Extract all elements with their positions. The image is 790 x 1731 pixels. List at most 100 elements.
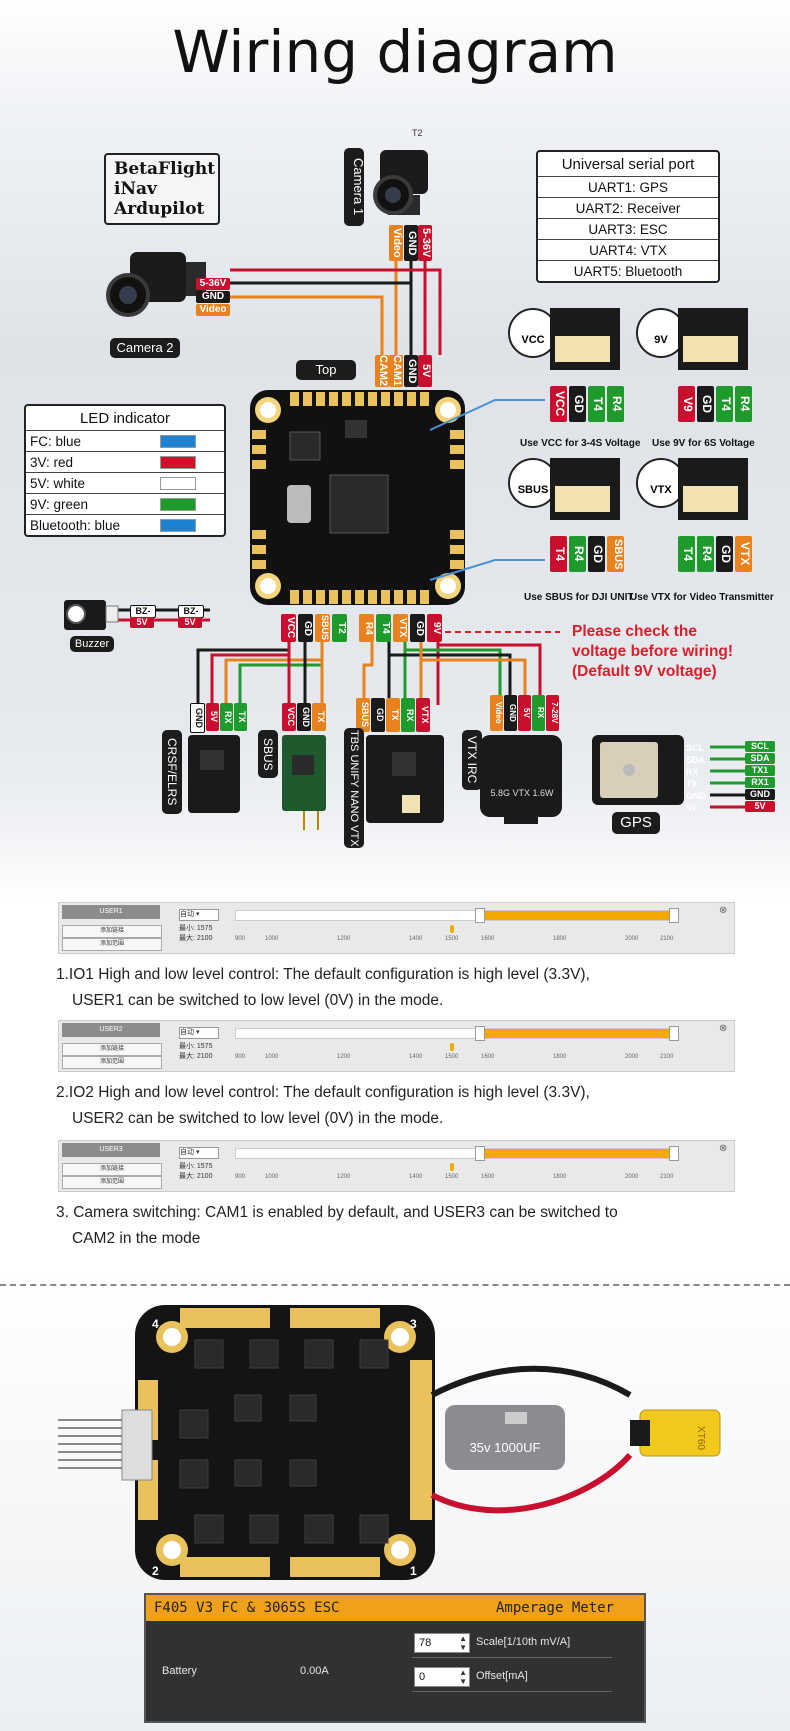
tick-label: 1200: [337, 1174, 351, 1180]
range-handle-right[interactable]: [669, 908, 679, 923]
range-handle-left[interactable]: [475, 1146, 485, 1161]
mode-max: 最大: 2100: [179, 1173, 213, 1180]
scale-label: Scale[1/10th mV/A]: [476, 1636, 571, 1648]
tick-label: 1200: [337, 1054, 351, 1060]
spinner-icon[interactable]: ▲▼: [459, 1634, 467, 1652]
offset-label: Offset[mA]: [476, 1670, 528, 1682]
range-handle-right[interactable]: [669, 1146, 679, 1161]
mode-range-track[interactable]: [235, 1148, 677, 1159]
add-range-button[interactable]: 添加范围: [62, 1056, 162, 1069]
cam1-pin-video: Video: [389, 225, 403, 261]
pad-pin: GD: [697, 386, 714, 422]
cam1-pin-gnd: GND: [404, 225, 418, 261]
tick-label: 1000: [265, 936, 279, 942]
tick-label: 1400: [409, 1174, 423, 1180]
spinner-icon[interactable]: ▲▼: [459, 1668, 467, 1686]
close-icon[interactable]: ⊗: [719, 1023, 728, 1034]
close-icon[interactable]: ⊗: [719, 905, 728, 916]
add-range-button[interactable]: 添加范围: [62, 1176, 162, 1189]
description-line: 1.IO1 High and low level control: The de…: [56, 966, 590, 983]
close-icon[interactable]: ⊗: [719, 1143, 728, 1154]
mode-name: USER3: [62, 1143, 160, 1157]
battery-current: 0.00A: [300, 1665, 329, 1677]
fc-pin-cam1: CAM1: [389, 355, 403, 387]
channel-marker: [450, 925, 454, 933]
buzzer-pin: 5V: [130, 617, 154, 628]
led-swatch: [160, 435, 196, 448]
wiring-svg: 5.8G VTX 1.6W: [64, 150, 745, 830]
camera2-label: Camera 2: [110, 338, 180, 358]
cam1-pin-power: 5-36V: [418, 225, 432, 261]
mode-select[interactable]: 自动 ▾: [179, 1147, 219, 1159]
tick-label: 1800: [553, 1054, 567, 1060]
led-label: 9V: green: [30, 497, 89, 512]
scale-input[interactable]: 78 ▲▼: [414, 1633, 470, 1653]
sbus-receiver-image: [282, 735, 326, 830]
mode-min: 最小: 1575: [179, 1163, 213, 1170]
warning-line: (Default 9V voltage): [572, 663, 717, 680]
tick-label: 1800: [553, 1174, 567, 1180]
vtx-irc-pin: RX: [532, 695, 545, 731]
top-label: Top: [296, 360, 356, 380]
range-handle-left[interactable]: [475, 908, 485, 923]
tbs-label: TBS UNIFY NANO VTX: [344, 728, 364, 848]
add-range-button[interactable]: 添加范围: [62, 938, 162, 951]
tick-label: 1400: [409, 936, 423, 942]
pad-pin: V9: [678, 386, 695, 422]
firmware-ardupilot: Ardupilot: [114, 199, 205, 219]
led-row: FC: blue: [26, 431, 224, 452]
vtx-irc-pin: 5V: [518, 695, 531, 731]
mode-select[interactable]: 自动 ▾: [179, 1027, 219, 1039]
gps-pin: RX: [686, 767, 699, 777]
description-line: CAM2 in the mode: [72, 1230, 201, 1247]
crsf-pin: 5V: [206, 703, 219, 731]
tick-label: 1600: [481, 1054, 495, 1060]
9v-jumper-icon: 9V: [636, 308, 686, 358]
fc-bottom-pin: SBUS: [315, 614, 330, 642]
pad-pin: GD: [569, 386, 586, 422]
fc-pin-cam2: CAM2: [375, 355, 389, 387]
crsf-label: CRSF/ELRS: [162, 730, 182, 814]
tbs-pins: SBUS GD TX RX VTX: [356, 698, 430, 732]
add-link-button[interactable]: 添加链接: [62, 1163, 162, 1176]
range-handle-right[interactable]: [669, 1026, 679, 1041]
offset-value: 0: [419, 1671, 426, 1683]
amp-title: F405 V3 FC & 3065S ESC: [154, 1600, 340, 1616]
fc-pin-gnd: GND: [404, 355, 418, 387]
fc-bottom-pin: VTX: [393, 614, 408, 642]
mode-range-track[interactable]: [235, 910, 677, 921]
range-handle-left[interactable]: [475, 1026, 485, 1041]
fc-bottom-pin: T2: [332, 614, 347, 642]
offset-row: [412, 1663, 612, 1692]
mode-range-fill: [480, 1149, 676, 1158]
mode-select[interactable]: 自动 ▾: [179, 909, 219, 921]
serial-row: UART1: GPS: [538, 177, 718, 198]
camera1-tag: T2: [412, 128, 423, 138]
serial-port-table: Universal serial port UART1: GPS UART2: …: [536, 150, 720, 283]
led-indicator-table: LED indicator FC: blue 3V: red 5V: white…: [24, 404, 226, 537]
mode-select-value: 自动: [180, 1149, 194, 1156]
sbus-rx-pin: GND: [297, 703, 311, 731]
pad-sbus-callout: SBUS T4 R4 GD SBUS: [508, 458, 628, 588]
led-label: Bluetooth: blue: [30, 518, 121, 533]
camera1-image: [373, 150, 428, 215]
firmware-inav: iNav: [114, 179, 157, 199]
mode-name: USER2: [62, 1023, 160, 1037]
tick-label: 1500: [445, 1174, 459, 1180]
offset-input[interactable]: 0 ▲▼: [414, 1667, 470, 1687]
fc-bottom-pin: 9V: [427, 614, 442, 642]
channel-marker: [450, 1163, 454, 1171]
add-link-button[interactable]: 添加链接: [62, 1043, 162, 1056]
led-label: 5V: white: [30, 476, 86, 491]
pad-pin: R4: [569, 536, 586, 572]
add-link-button[interactable]: 添加链接: [62, 925, 162, 938]
warning-line: voltage before wiring!: [572, 643, 734, 660]
section-divider: [0, 1284, 790, 1286]
crsf-pin: GND: [190, 703, 205, 733]
camera1-label: Camera 1: [344, 148, 366, 226]
tick-label: 2000: [625, 936, 639, 942]
mode-range-track[interactable]: [235, 1028, 677, 1039]
description-line: USER2 can be switched to low level (0V) …: [72, 1110, 444, 1127]
